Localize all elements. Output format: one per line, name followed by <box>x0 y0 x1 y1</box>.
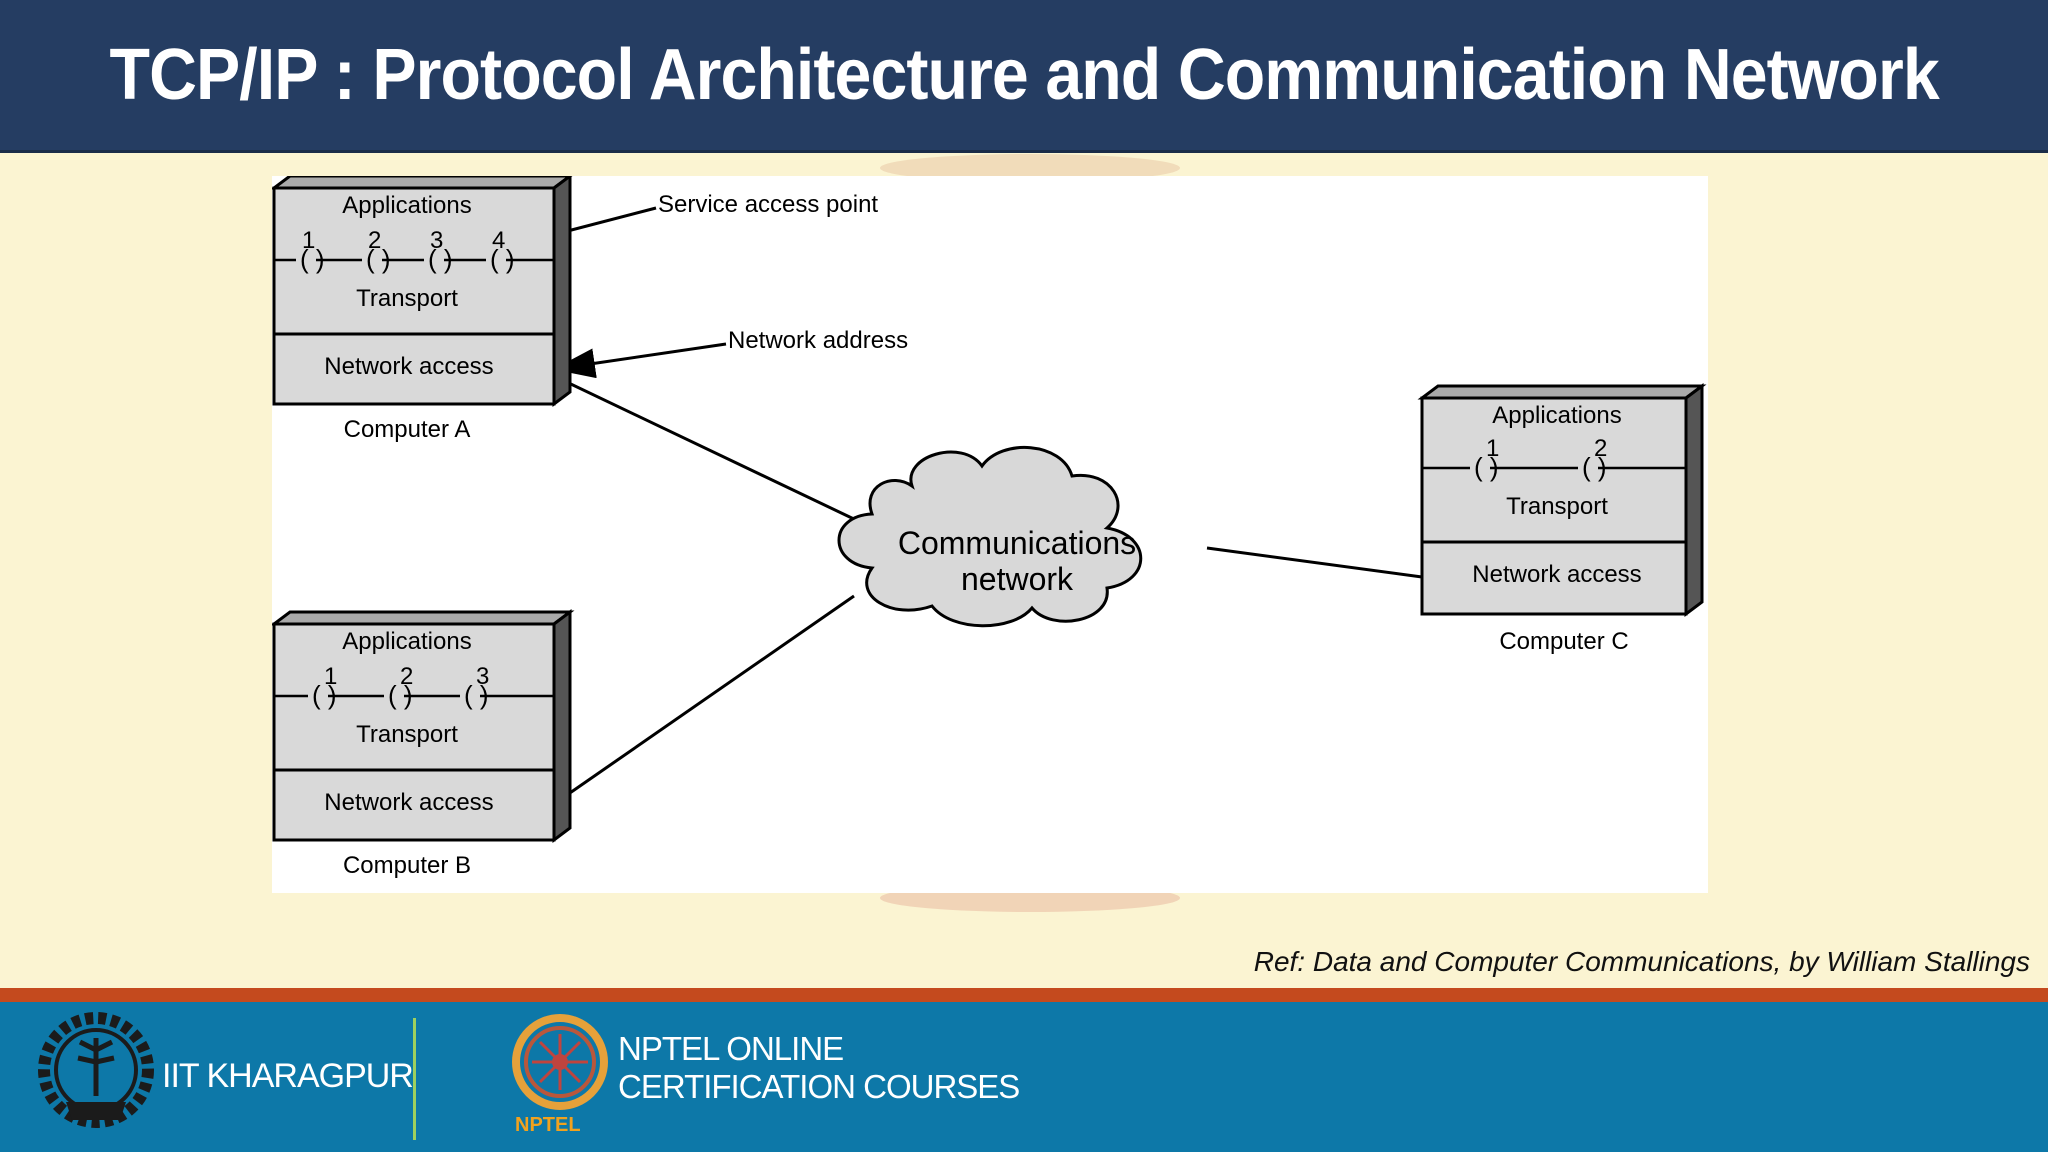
footer-divider <box>413 1018 416 1140</box>
computer-a-port-2: 2 <box>368 227 381 254</box>
nptel-logo <box>512 1014 608 1110</box>
footer: IIT KHARAGPUR NPTEL NPTEL ONLINE CERTIFI… <box>0 1002 2048 1152</box>
svg-text:( ): ( ) <box>388 680 413 710</box>
computer-c-name: Computer C <box>1499 628 1628 655</box>
svg-text:( ): ( ) <box>464 680 489 710</box>
diagram-panel: Service access point Network address ( )… <box>272 176 1708 893</box>
institute-name: IIT KHARAGPUR <box>162 1057 414 1095</box>
computer-b-applications-label: Applications <box>342 628 471 655</box>
course-line-1: NPTEL ONLINE <box>618 1030 844 1067</box>
network-label-line1: Communications <box>898 525 1136 561</box>
course-line-2: CERTIFICATION COURSES <box>618 1068 1020 1105</box>
computer-a-applications-label: Applications <box>342 192 471 219</box>
iit-kharagpur-logo <box>38 1012 154 1128</box>
computer-a-transport-label: Transport <box>356 285 458 312</box>
computer-a: ( ) ( ) ( ) ( ) 1 2 3 4 Applications Tra… <box>272 176 573 443</box>
computer-c-network-access-label: Network access <box>1472 561 1641 588</box>
svg-text:( ): ( ) <box>366 244 391 274</box>
network-address-arrow <box>553 342 727 379</box>
link-b-network <box>553 594 855 806</box>
network-label-line2: network <box>961 561 1074 597</box>
protocol-diagram: Service access point Network address ( )… <box>272 176 1707 879</box>
slide-title: TCP/IP : Protocol Architecture and Commu… <box>109 35 1939 115</box>
computer-b: ( ) ( ) ( ) 1 2 3 Applications Transport… <box>272 609 575 879</box>
computer-b-name: Computer B <box>343 852 471 879</box>
computer-c-port-2: 2 <box>1594 435 1607 462</box>
computer-b-transport-label: Transport <box>356 721 458 748</box>
svg-text:( ): ( ) <box>312 680 337 710</box>
computer-c-port-1: 1 <box>1486 435 1499 462</box>
svg-text:( ): ( ) <box>300 244 325 274</box>
computer-c: ( ) ( ) 1 2 Applications Transport Netwo… <box>1417 383 1707 655</box>
computer-c-applications-label: Applications <box>1492 402 1621 429</box>
reference-citation: Ref: Data and Computer Communications, b… <box>1253 946 2030 977</box>
computer-c-transport-label: Transport <box>1506 493 1608 520</box>
computer-b-port-2: 2 <box>400 663 413 690</box>
svg-text:( ): ( ) <box>428 244 453 274</box>
footer-stripe <box>0 988 2048 1002</box>
computer-b-port-3: 3 <box>476 663 489 690</box>
link-a-network <box>553 374 857 522</box>
communications-network-cloud: Communications network <box>837 446 1143 628</box>
computer-a-port-4: 4 <box>492 227 505 254</box>
link-c-network <box>1206 546 1423 579</box>
computer-a-name: Computer A <box>344 416 471 443</box>
network-address-label: Network address <box>728 327 908 354</box>
svg-text:( ): ( ) <box>490 244 515 274</box>
computer-a-port-3: 3 <box>430 227 443 254</box>
title-bar: TCP/IP : Protocol Architecture and Commu… <box>0 0 2048 153</box>
svg-text:( ): ( ) <box>1582 452 1607 482</box>
nptel-logo-text: NPTEL <box>515 1114 581 1136</box>
service-access-point-label: Service access point <box>658 191 878 218</box>
svg-text:( ): ( ) <box>1474 452 1499 482</box>
computer-b-network-access-label: Network access <box>324 789 493 816</box>
computer-a-network-access-label: Network access <box>324 353 493 380</box>
computer-a-port-1: 1 <box>302 227 315 254</box>
computer-b-port-1: 1 <box>324 663 337 690</box>
